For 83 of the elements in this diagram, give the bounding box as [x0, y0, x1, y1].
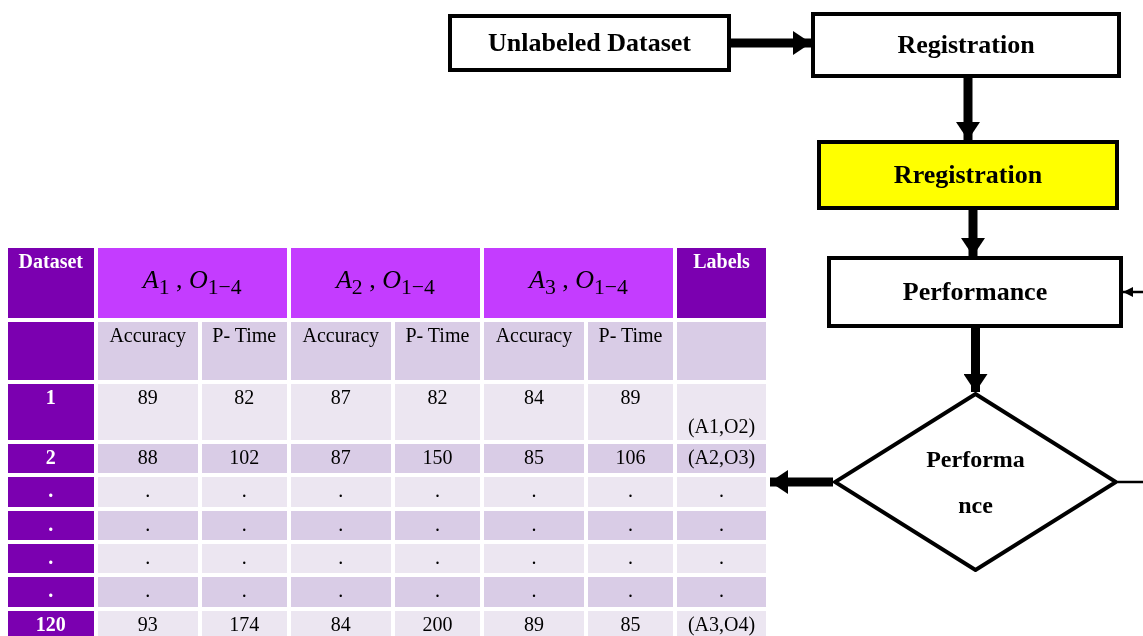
- data-value: .: [290, 510, 391, 540]
- data-value: .: [201, 477, 287, 507]
- data-value: 87: [290, 384, 391, 440]
- data-value: 93: [97, 610, 198, 636]
- data-value: 106: [587, 444, 674, 474]
- data-value: .: [483, 544, 584, 574]
- data-value: 89: [587, 384, 674, 440]
- group-heading: A$_{3}$ , O$_{1−4}$: [483, 248, 674, 318]
- row-number: 120: [8, 610, 94, 636]
- highlighted-process-box: [817, 140, 1119, 210]
- data-value: .: [201, 510, 287, 540]
- data-value: .: [97, 477, 198, 507]
- column-heading: Dataset: [8, 248, 94, 318]
- data-value: 82: [394, 384, 480, 440]
- data-value: .: [483, 577, 584, 607]
- sub-heading: Accuracy: [290, 322, 391, 380]
- process-box: [827, 256, 1123, 328]
- sub-heading: P- Time: [394, 322, 480, 380]
- data-value: (A1,O2): [677, 384, 766, 440]
- data-value: 89: [483, 610, 584, 636]
- data-value: .: [201, 544, 287, 574]
- box-label: Registration: [897, 30, 1035, 60]
- data-value: 87: [290, 444, 391, 474]
- sub-heading: Accuracy: [97, 322, 198, 380]
- data-value: 84: [290, 610, 391, 636]
- data-value: (A2,O3): [677, 444, 766, 474]
- arrow: [731, 31, 811, 55]
- data-value: 85: [483, 444, 584, 474]
- data-value: (A3,O4): [677, 610, 766, 636]
- arrow: [770, 470, 833, 494]
- data-value: 200: [394, 610, 480, 636]
- data-value: .: [587, 544, 674, 574]
- data-value: .: [290, 477, 391, 507]
- row-number: .: [8, 477, 94, 507]
- group-heading: A$_{2}$ , O$_{1−4}$: [290, 248, 480, 318]
- arrow: [1123, 287, 1143, 297]
- sub-heading: Accuracy: [483, 322, 584, 380]
- row-number: .: [8, 510, 94, 540]
- data-value: 82: [201, 384, 287, 440]
- data-value: 84: [483, 384, 584, 440]
- data-value: .: [97, 510, 198, 540]
- data-value: .: [677, 577, 766, 607]
- data-value: .: [394, 544, 480, 574]
- data-value: 102: [201, 444, 287, 474]
- row-number: 1: [8, 384, 94, 440]
- data-value: .: [394, 477, 480, 507]
- arrow: [956, 78, 980, 140]
- arrow: [961, 210, 985, 256]
- data-value: .: [677, 544, 766, 574]
- row-number: .: [8, 577, 94, 607]
- data-value: 150: [394, 444, 480, 474]
- column-heading: Labels: [677, 248, 766, 318]
- connector-line: [1118, 480, 1143, 484]
- process-box: [448, 14, 731, 72]
- data-value: .: [677, 477, 766, 507]
- data-value: .: [587, 477, 674, 507]
- group-heading: A$_{1}$ , O$_{1−4}$: [97, 248, 287, 318]
- process-box: [811, 12, 1121, 78]
- row-number: .: [8, 544, 94, 574]
- row-number: 2: [8, 444, 94, 474]
- data-value: .: [677, 510, 766, 540]
- data-value: .: [587, 510, 674, 540]
- box-label: Performance: [902, 277, 1048, 307]
- data-value: .: [97, 544, 198, 574]
- data-value: .: [587, 577, 674, 607]
- box-label: Unlabeled Dataset: [488, 28, 691, 58]
- box-label: Rregistration: [893, 160, 1043, 190]
- data-value: .: [483, 477, 584, 507]
- data-value: 85: [587, 610, 674, 636]
- data-value: .: [483, 510, 584, 540]
- sub-heading: P- Time: [201, 322, 287, 380]
- data-value: .: [201, 577, 287, 607]
- sub-heading: P- Time: [587, 322, 674, 380]
- data-value: 174: [201, 610, 287, 636]
- data-value: 89: [97, 384, 198, 440]
- data-value: 88: [97, 444, 198, 474]
- data-value: .: [394, 510, 480, 540]
- decision-label: Performa nce: [925, 445, 1026, 520]
- data-value: .: [394, 577, 480, 607]
- data-value: .: [97, 577, 198, 607]
- data-value: .: [290, 544, 391, 574]
- data-value: .: [290, 577, 391, 607]
- arrow: [963, 328, 988, 392]
